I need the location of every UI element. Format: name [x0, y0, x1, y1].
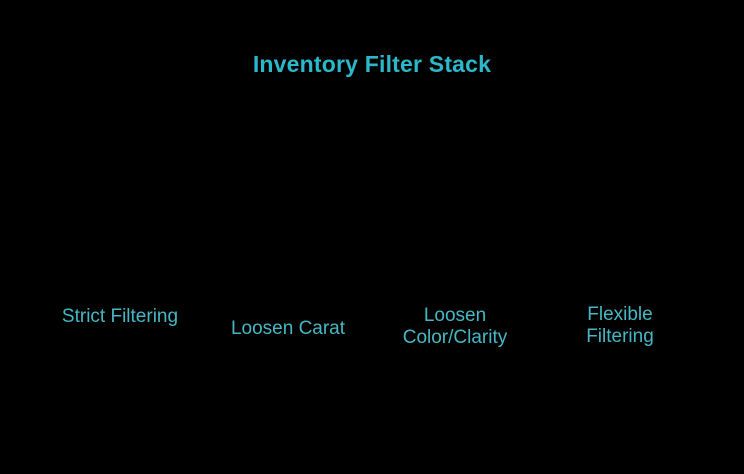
category-label-line: Flexible [587, 304, 653, 325]
category-label-line: Filtering [586, 326, 654, 347]
category-label-loosen-carat: Loosen Carat [178, 318, 398, 340]
category-label-line: Loosen Carat [230, 318, 346, 339]
category-label-line: Strict Filtering [61, 306, 179, 327]
category-label-loosen-color-clarity: Loosen Color/Clarity [345, 305, 565, 349]
category-label-line: Color/Clarity [402, 327, 508, 348]
category-label-flexible-filtering: Flexible Filtering [510, 304, 730, 348]
category-label-strict-filtering: Strict Filtering [10, 306, 230, 328]
chart-title: Inventory Filter Stack [252, 51, 492, 77]
category-label-line: Loosen [423, 305, 487, 326]
